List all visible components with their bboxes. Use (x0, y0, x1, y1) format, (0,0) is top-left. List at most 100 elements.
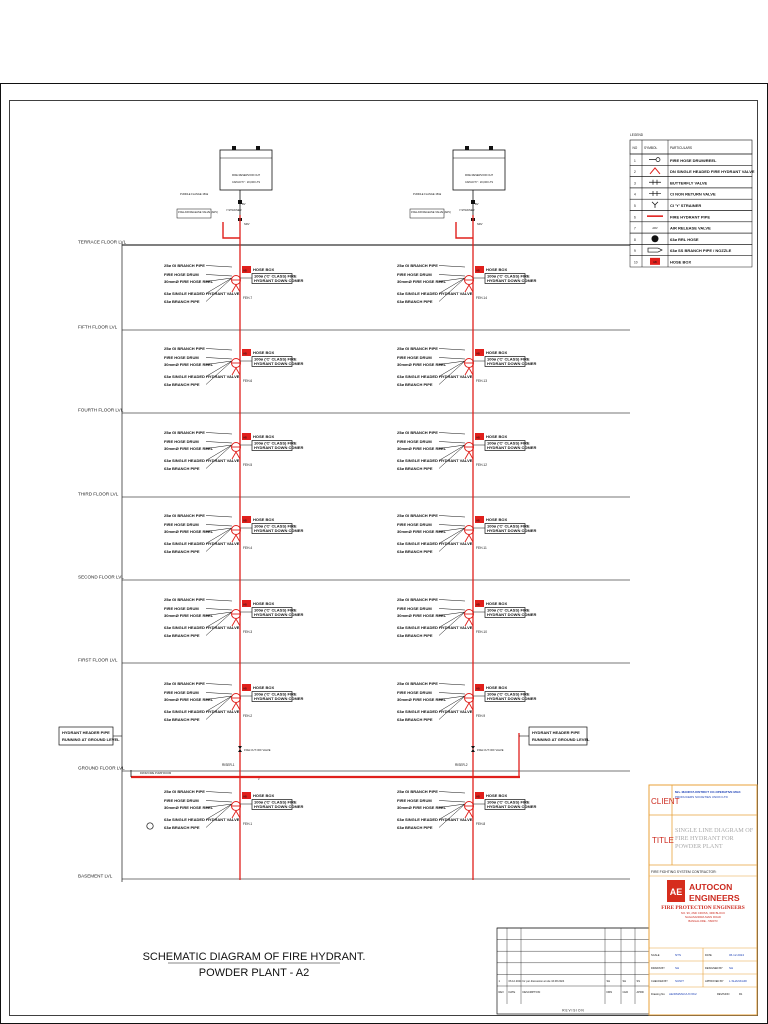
coupler-label-2: HYDRANT DOWN COMER (254, 696, 303, 701)
coupler-label-2: HYDRANT DOWN COMER (487, 612, 536, 617)
feh-tag: FEH-10 (476, 630, 487, 634)
revision-footer: R E V I S I O N (562, 1009, 584, 1013)
hose-box-tag: HB (476, 686, 480, 690)
cabinet-label-branch63: 63ø BRANCH PIPE (164, 299, 200, 304)
floor-label-third: THIRD FLOOR LVL (78, 492, 119, 497)
legend-symbol-drum-reel (649, 157, 661, 162)
cabinet-label-branch: 25ø GI BRANCH PIPE (397, 263, 438, 268)
hydrant-valve-icon (464, 534, 474, 543)
title-text-line: POWDER PLANT (675, 843, 723, 850)
coupler-box (251, 799, 293, 810)
client-label: CLIENT (651, 797, 680, 806)
floor-label-terrace: TERRACE FLOOR LVL (78, 240, 127, 245)
cabinet-label-drum: FIRE HOSE DRUM (164, 439, 199, 444)
header-callout-left-line2: RUNNING AT GROUND LEVEL (62, 737, 120, 742)
hose-box-tag: HB (243, 686, 247, 690)
hydrant-valve-icon (231, 810, 241, 819)
legend-header-symbol: SYMBOL (644, 146, 658, 150)
hose-box-label: HOSE BOX (486, 267, 507, 272)
coupler-label-2: HYDRANT DOWN COMER (487, 445, 536, 450)
cabinet-leader (438, 791, 466, 794)
cabinet-label-drum: FIRE HOSE DRUM (164, 798, 199, 803)
coupler-box (251, 607, 293, 618)
hydrant-valve-icon (231, 451, 241, 460)
cabinet-leader (205, 444, 233, 469)
from-pump-label: FROM FIRE PUMP ROOM (140, 771, 171, 775)
cabinet-leader (438, 277, 466, 302)
cabinet-leader (205, 274, 233, 277)
cabinet-label-branch: 25ø GI BRANCH PIPE (164, 597, 205, 602)
hose-box-label: HOSE BOX (253, 685, 274, 690)
hose-reel-icon (464, 525, 474, 535)
info-label-approved: APPROVED BY (705, 979, 724, 983)
cabinet-label-valve: 63ø SINGLE HEADED HYDRANT VALVE (397, 817, 473, 822)
cabinet-leader (205, 611, 233, 636)
coupler-label-1: 100ø ('C' CLASS) FIRE (254, 692, 297, 697)
revision-header: REV (499, 990, 505, 994)
cabinet-label-drum: FIRE HOSE DRUM (397, 355, 432, 360)
hose-box-label: HOSE BOX (253, 350, 274, 355)
air-release-label: 150ø AIR RELEASE VALVE (ARV) (411, 210, 451, 214)
cabinet-leader (438, 360, 466, 377)
info-label-checked: CHECKED BY (651, 979, 668, 983)
drain-valve-icon (146, 822, 154, 830)
hydrant-valve-icon (231, 534, 241, 543)
cabinet-leader (205, 683, 233, 686)
air-release-box (409, 208, 445, 219)
coupler-label-2: HYDRANT DOWN COMER (487, 361, 536, 366)
client-sub: PRODUCERS SOCIETIES UNION LTD (675, 795, 729, 799)
hose-box-tag: HB (476, 794, 480, 798)
cabinet-label-branch63: 63ø BRANCH PIPE (397, 633, 433, 638)
hose-reel-icon (231, 801, 241, 811)
revision-header: CHD (623, 990, 629, 994)
legend-symbol-valve (649, 179, 661, 185)
coupler-label-1: 100ø ('C' CLASS) FIRE (487, 357, 530, 362)
cabinet-leader (438, 611, 466, 628)
hose-box-label: HOSE BOX (253, 601, 274, 606)
cabinet-label-drum: FIRE HOSE DRUM (397, 272, 432, 277)
feh-tag: FEH-3 (243, 630, 252, 634)
tank-vent (232, 146, 236, 150)
header-callout-right-line2: RUNNING AT GROUND LEVEL (532, 737, 590, 742)
revision-cell: SS (637, 979, 641, 983)
hose-box-icon (475, 266, 484, 273)
cabinet-leader (438, 277, 466, 294)
tank-name: FIRE RESERVOIR OHT (465, 173, 493, 177)
cabinet-label-reel: 30mmØ FIRE HOSE REEL (164, 697, 214, 702)
legend-row-no: 6 (634, 215, 636, 219)
air-release-box (176, 208, 212, 219)
hydrant-valve-icon (464, 618, 474, 627)
tank-vent (256, 146, 260, 150)
cabinet-leader (205, 527, 233, 532)
legend-row-no: 5 (634, 204, 636, 208)
cabinet-label-branch: 25ø GI BRANCH PIPE (397, 681, 438, 686)
cabinet-label-drum: FIRE HOSE DRUM (164, 272, 199, 277)
info-value-approved: L.SHANKARI (729, 979, 747, 983)
hose-box-label: HOSE BOX (486, 517, 507, 522)
cabinet-label-branch: 25ø GI BRANCH PIPE (164, 681, 205, 686)
cabinet-label-branch: 25ø GI BRANCH PIPE (164, 263, 205, 268)
coupler-label-1: 100ø ('C' CLASS) FIRE (487, 274, 530, 279)
overhead-tank-2 (452, 149, 506, 191)
tank-capacity: CAPACITY : 20,000 LTS (232, 180, 260, 184)
hose-reel-icon (231, 358, 241, 368)
legend-header-no: NO (633, 146, 638, 150)
coupler-label-2: HYDRANT DOWN COMER (254, 361, 303, 366)
legend-title: LEGEND (630, 133, 644, 137)
hose-box-label: HOSE BOX (486, 601, 507, 606)
title-text-line: SINGLE LINE DIAGRAM OF (675, 827, 754, 834)
cutoff-valve-label: 150ø CUT OFF VALVE (477, 748, 504, 752)
cabinet-leader (438, 803, 466, 828)
legend-row-no: 4 (634, 193, 636, 197)
coupler-box (251, 273, 293, 284)
cabinet-leader (438, 683, 466, 686)
cabinet-leader (438, 527, 466, 552)
